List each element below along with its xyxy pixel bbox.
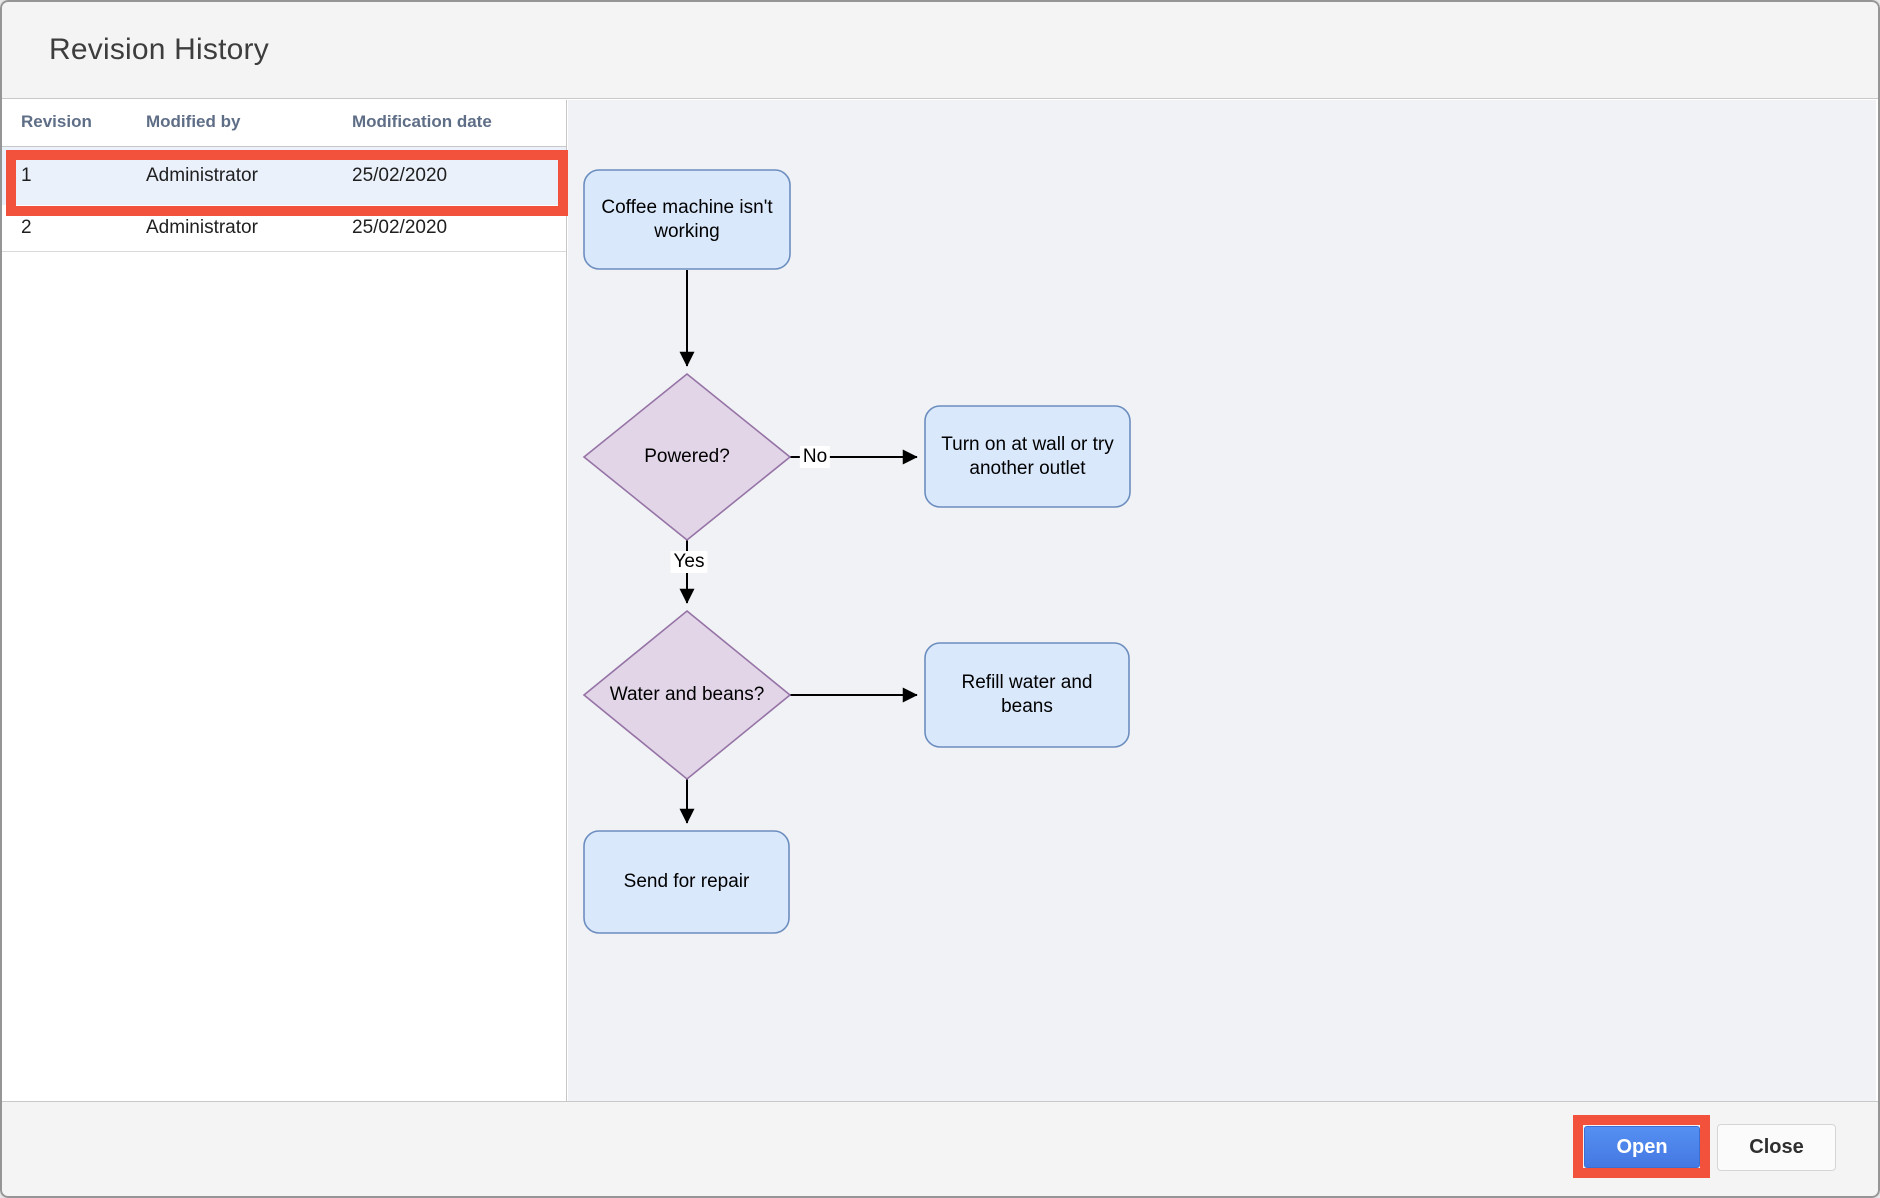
node-start-label: Coffee machine isn't working [601,196,773,242]
dialog-title: Revision History [49,33,269,66]
table-row-revision-1[interactable]: 1 Administrator 25/02/2020 [0,147,566,205]
table-row-revision-2[interactable]: 2 Administrator 25/02/2020 [0,205,566,252]
table-header-row: Revision Modified by Modification date [0,100,566,147]
cell-modification-date: 25/02/2020 [352,217,448,238]
node-repair-label: Send for repair [623,871,750,893]
node-refill-label: Refill water and beans [961,672,1093,717]
edge-label-yes: Yes [670,551,708,573]
diagram-preview-panel: Coffee machine isn't working Powered? Tu… [568,100,1876,1101]
node-water-beans-shape [582,609,792,781]
node-refill-shape [924,642,1130,748]
column-header-revision: Revision [21,112,92,131]
column-header-modified-by: Modified by [146,112,241,131]
open-button[interactable]: Open [1584,1126,1700,1168]
cell-modification-date: 25/02/2020 [352,165,448,186]
cell-revision: 2 [21,217,32,238]
dialog-footer: Open Close [0,1101,1880,1198]
node-start-shape [583,169,791,270]
column-header-modification-date: Modification date [352,112,492,131]
node-powered-shape [582,372,792,542]
node-turn-on-label: Turn on at wall or try another outlet [941,433,1114,479]
node-repair-shape [583,830,790,934]
cell-modified-by: Administrator [146,217,258,238]
flowchart-canvas [582,169,1131,934]
close-button[interactable]: Close [1717,1124,1836,1171]
revision-list-panel: Revision Modified by Modification date 1… [0,100,568,1101]
dialog-titlebar: Revision History [0,0,1880,99]
node-powered-label: Powered? [644,446,730,468]
node-water-beans-label: Water and beans? [609,684,765,706]
cell-modified-by: Administrator [146,165,258,186]
node-turn-on-shape [924,405,1131,508]
cell-revision: 1 [21,165,32,186]
edge-label-no: No [799,446,831,468]
